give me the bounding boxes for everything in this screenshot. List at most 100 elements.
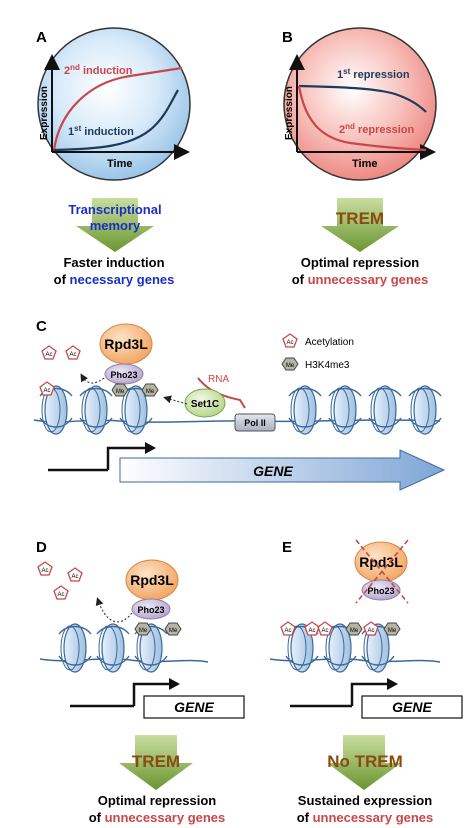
- second-repression-label: 2nd repression: [339, 122, 414, 136]
- me-mark: Me: [134, 622, 152, 636]
- gene-box-d: [143, 695, 245, 719]
- nucleosome: [368, 385, 402, 435]
- result-a-line-1: Faster induction: [63, 255, 164, 270]
- arrow-b-text: TREM: [336, 209, 384, 228]
- rna-label: RNA: [208, 374, 229, 385]
- svg-text:Ac: Ac: [41, 568, 48, 574]
- pho23-label-c: Pho23: [110, 370, 137, 380]
- panel-letter-b: B: [282, 29, 293, 46]
- result-b-line-1: Optimal repression: [301, 255, 420, 270]
- svg-text:Ac: Ac: [286, 340, 293, 346]
- ac-mark: Ac: [53, 585, 69, 600]
- y-axis-label-b: Expression: [284, 86, 295, 140]
- svg-text:Ac: Ac: [57, 592, 64, 598]
- tss-arrowhead-c: [145, 442, 156, 454]
- gene-label-e: GENE: [392, 699, 432, 715]
- panel-letter-a: A: [36, 29, 47, 46]
- svg-text:Me: Me: [116, 389, 125, 395]
- svg-text:Ac: Ac: [308, 628, 315, 634]
- svg-text:Ac: Ac: [367, 628, 374, 634]
- svg-text:Me: Me: [139, 628, 148, 634]
- x-axis-label-b: Time: [352, 158, 377, 170]
- first-induction-curve: [53, 89, 179, 152]
- ac-mark: Ac: [317, 621, 333, 636]
- svg-text:Me: Me: [286, 363, 295, 369]
- svg-text:Ac: Ac: [321, 628, 328, 634]
- me-mark: Me: [141, 383, 159, 397]
- y-axis-label-a: Expression: [39, 86, 50, 140]
- svg-text:Ac: Ac: [69, 352, 76, 358]
- gene-label-c: GENE: [253, 463, 293, 479]
- cross-out-line: [355, 539, 409, 604]
- pol-ii-label: Pol II: [244, 418, 266, 428]
- tss-arrow-d: [132, 682, 174, 706]
- arrow-a-text-1: Transcriptional: [68, 202, 161, 217]
- tss-arrow-c: [106, 446, 150, 470]
- legend-acetylation: Ac Acetylation: [282, 333, 354, 348]
- me-mark: Me: [164, 622, 182, 636]
- first-repression-curve: [298, 84, 427, 113]
- nucleosome: [408, 385, 442, 435]
- nucleosome: [288, 385, 322, 435]
- result-e-line-1: Sustained expression: [298, 793, 432, 808]
- panel-letter-d: D: [36, 539, 47, 556]
- nucleosome: [328, 385, 362, 435]
- tss-arrow-e: [350, 682, 392, 706]
- first-repression-label: 1st repression: [337, 67, 410, 81]
- nucleosome: [58, 623, 92, 673]
- arrow-b: [321, 198, 399, 252]
- pho23-label-d: Pho23: [137, 605, 164, 615]
- svg-text:Me: Me: [350, 628, 359, 634]
- svg-text:Ac: Ac: [71, 574, 78, 580]
- panel-e: E Rpd3L Pho23 Ac Ac Ac Ac Me Me GENE No …: [269, 539, 463, 825]
- result-d-line-1: Optimal repression: [98, 793, 217, 808]
- ac-mark: Ac: [280, 621, 296, 636]
- result-b-line-2: of unnecessary genes: [292, 272, 429, 287]
- me-mark: Me: [345, 622, 363, 636]
- rpd3l-label-e: Rpd3L: [359, 554, 403, 570]
- svg-text:Ac: Ac: [43, 388, 50, 394]
- pol-ii: [234, 413, 276, 432]
- arrow-a-text-2: memory: [90, 218, 141, 233]
- second-induction-label: 2nd induction: [64, 63, 133, 77]
- circle-a: [37, 27, 191, 181]
- ac-mark: Ac: [304, 621, 320, 636]
- panel-b: B Expression Time 1st repression 2nd rep…: [282, 27, 437, 287]
- svg-text:Ac: Ac: [284, 628, 291, 634]
- ac-mark: Ac: [67, 567, 83, 582]
- arrow-e: [327, 735, 401, 790]
- svg-text:Me: Me: [388, 628, 397, 634]
- gene-box-e: [361, 695, 463, 719]
- legend-h3k4me3: Me H3K4me3: [281, 357, 350, 371]
- nucleosome: [79, 385, 113, 435]
- set1c-complex: [184, 388, 226, 418]
- me-mark: Me: [111, 383, 129, 397]
- tss-arrowhead-e: [387, 678, 398, 690]
- second-repression-curve: [297, 85, 427, 152]
- deacetylation-arrow-d: [95, 597, 133, 623]
- arrow-a: [76, 198, 154, 252]
- nucleosome: [96, 623, 130, 673]
- panel-letter-c: C: [36, 318, 47, 335]
- svg-text:Me: Me: [146, 389, 155, 395]
- set1c-label: Set1C: [191, 399, 219, 410]
- ac-mark: Ac: [41, 345, 57, 360]
- panel-letter-e: E: [282, 539, 292, 556]
- arrow-d: [119, 735, 193, 790]
- me-mark: Me: [383, 622, 401, 636]
- deacetylation-arrow-c: [80, 373, 105, 384]
- first-induction-label: 1st induction: [68, 124, 134, 138]
- svg-text:Me: Me: [169, 628, 178, 634]
- result-e-line-2: of unnecessary genes: [297, 810, 434, 825]
- arrow-d-text: TREM: [132, 752, 180, 771]
- ac-mark: Ac: [37, 561, 53, 576]
- methylation-arrow-c: [163, 395, 188, 405]
- svg-text:Acetylation: Acetylation: [305, 337, 354, 348]
- panel-a: A Expression Time 2nd induction 1st indu…: [36, 27, 191, 287]
- result-a-line-2: of necessary genes: [54, 272, 175, 287]
- arrow-e-text: No TREM: [327, 752, 403, 771]
- tss-arrowhead-d: [169, 678, 180, 690]
- panel-c: C Rpd3L Pho23 RNA Set1C Pol II Ac Ac Ac …: [33, 318, 446, 491]
- svg-text:H3K4me3: H3K4me3: [305, 360, 350, 371]
